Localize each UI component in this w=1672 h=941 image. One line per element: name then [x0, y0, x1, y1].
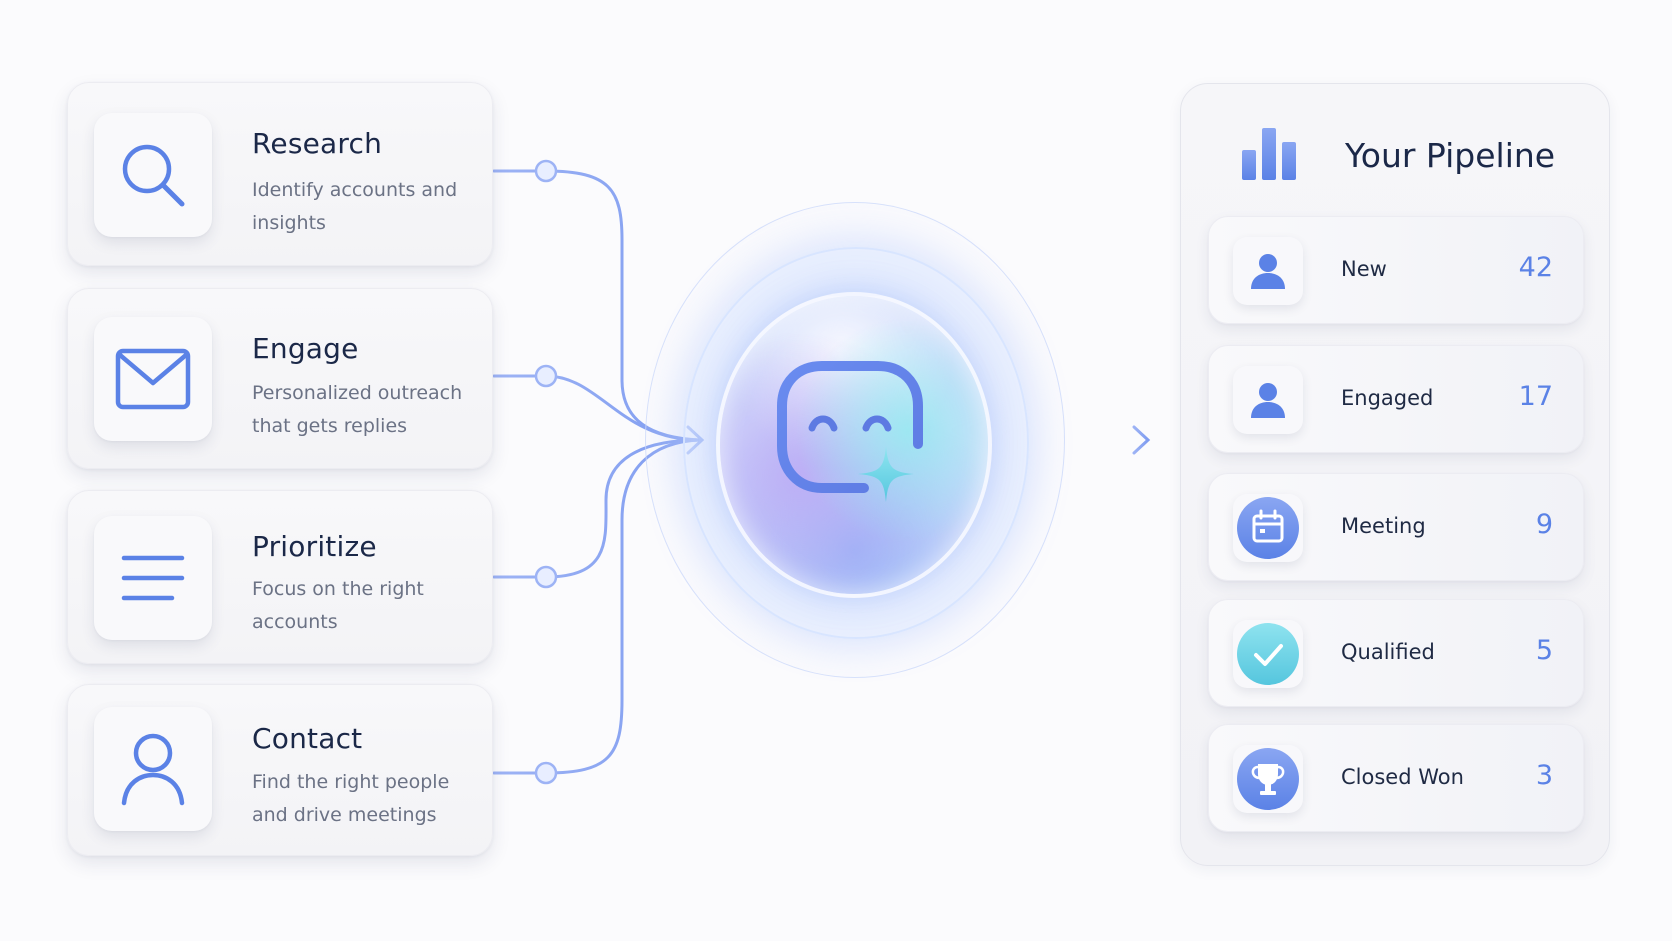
ai-chat-sparkle-icon	[777, 361, 923, 502]
step-card-prioritize[interactable]: Prioritize Focus on the right accounts	[67, 490, 493, 664]
step-card-contact[interactable]: Contact Find the right people and drive …	[67, 684, 493, 856]
user-icon	[1233, 237, 1303, 305]
arrow-head-out	[1132, 425, 1151, 455]
step-description: Personalized outreach that gets replies	[252, 382, 463, 437]
connector-node-prioritize	[534, 565, 558, 589]
calendar-icon	[1233, 494, 1303, 562]
step-card-engage[interactable]: Engage Personalized outreach that gets r…	[67, 288, 493, 469]
step-card-research[interactable]: Research Identify accounts and insights	[67, 82, 493, 266]
step-title: Engage	[252, 332, 359, 365]
pipeline-stage-new[interactable]: New 42	[1208, 216, 1584, 324]
stage-label: New	[1341, 257, 1387, 281]
ai-assistant-orb[interactable]	[716, 292, 992, 598]
step-description: Find the right people and drive meetings	[252, 771, 450, 826]
stage-count: 9	[1535, 509, 1553, 540]
user-outline-icon	[94, 707, 212, 831]
check-icon	[1233, 620, 1303, 688]
pipeline-title: Your Pipeline	[1345, 136, 1556, 175]
stage-label: Qualified	[1341, 640, 1435, 664]
step-description: Identify accounts and insights	[252, 179, 458, 234]
user-icon	[1233, 366, 1303, 434]
pipeline-stage-closed-won[interactable]: Closed Won 3	[1208, 724, 1584, 832]
connector-node-engage	[534, 364, 558, 388]
bar-chart-icon	[1242, 128, 1296, 180]
stage-count: 3	[1535, 760, 1553, 791]
connector-node-research	[534, 159, 558, 183]
pipeline-stage-meeting[interactable]: Meeting 9	[1208, 473, 1584, 581]
pipeline-stage-engaged[interactable]: Engaged 17	[1208, 345, 1584, 453]
mail-icon	[94, 317, 212, 441]
step-title: Research	[252, 127, 383, 160]
connector-node-contact	[534, 761, 558, 785]
stage-label: Engaged	[1341, 386, 1434, 410]
stage-count: 17	[1518, 381, 1553, 412]
step-description: Focus on the right accounts	[252, 578, 424, 633]
pipeline-stage-qualified[interactable]: Qualified 5	[1208, 599, 1584, 707]
stage-count: 5	[1535, 635, 1553, 666]
step-title: Prioritize	[252, 530, 377, 563]
search-icon	[94, 113, 212, 237]
step-title: Contact	[252, 722, 363, 755]
stage-count: 42	[1518, 252, 1553, 283]
trophy-icon	[1233, 745, 1303, 813]
menu-lines-icon	[94, 516, 212, 640]
stage-label: Meeting	[1341, 514, 1426, 538]
stage-label: Closed Won	[1341, 765, 1464, 789]
